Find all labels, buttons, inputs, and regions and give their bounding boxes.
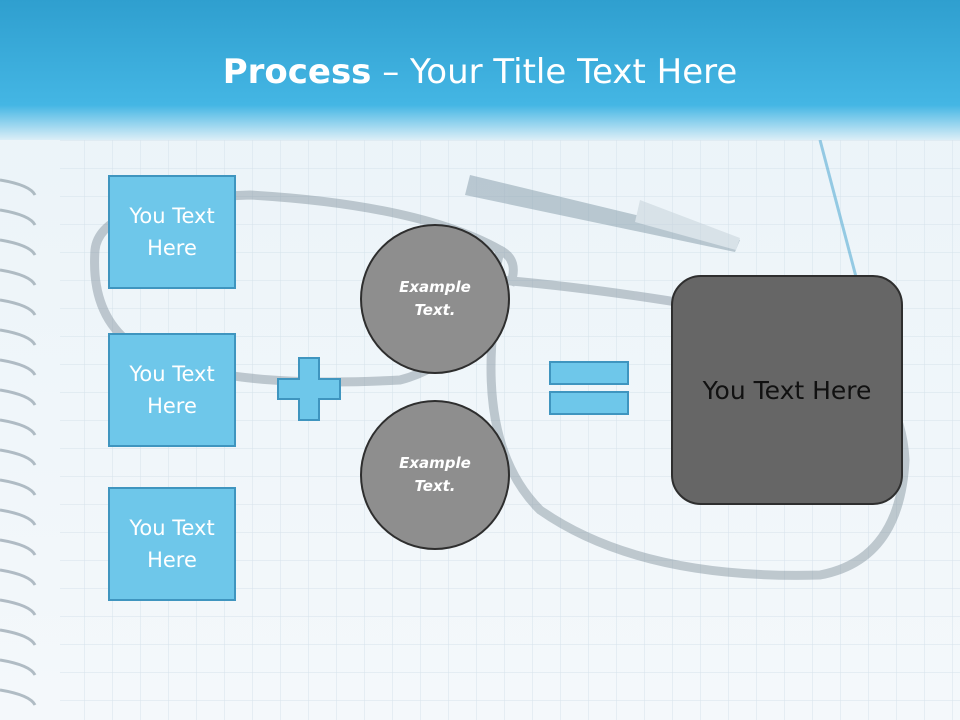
result-box: You Text Here [671,275,903,505]
input-box-label: You Text Here [129,204,215,260]
pen [465,175,740,252]
input-box-2: You Text Here [108,333,236,447]
circle-label: Example Text. [399,454,471,495]
example-circle-1: Example Text. [360,224,510,374]
title-rest: – Your Title Text Here [371,52,738,92]
input-box-label: You Text Here [129,362,215,418]
notebook-rings [0,178,37,706]
equals-icon [549,361,629,415]
input-box-1: You Text Here [108,175,236,289]
plus-icon [277,357,341,421]
circle-label: Example Text. [399,278,471,319]
example-circle-2: Example Text. [360,400,510,550]
result-label: You Text Here [702,375,872,405]
slide-title: Process – Your Title Text Here [0,52,960,92]
input-box-3: You Text Here [108,487,236,601]
input-box-label: You Text Here [129,516,215,572]
title-bold: Process [222,52,372,92]
